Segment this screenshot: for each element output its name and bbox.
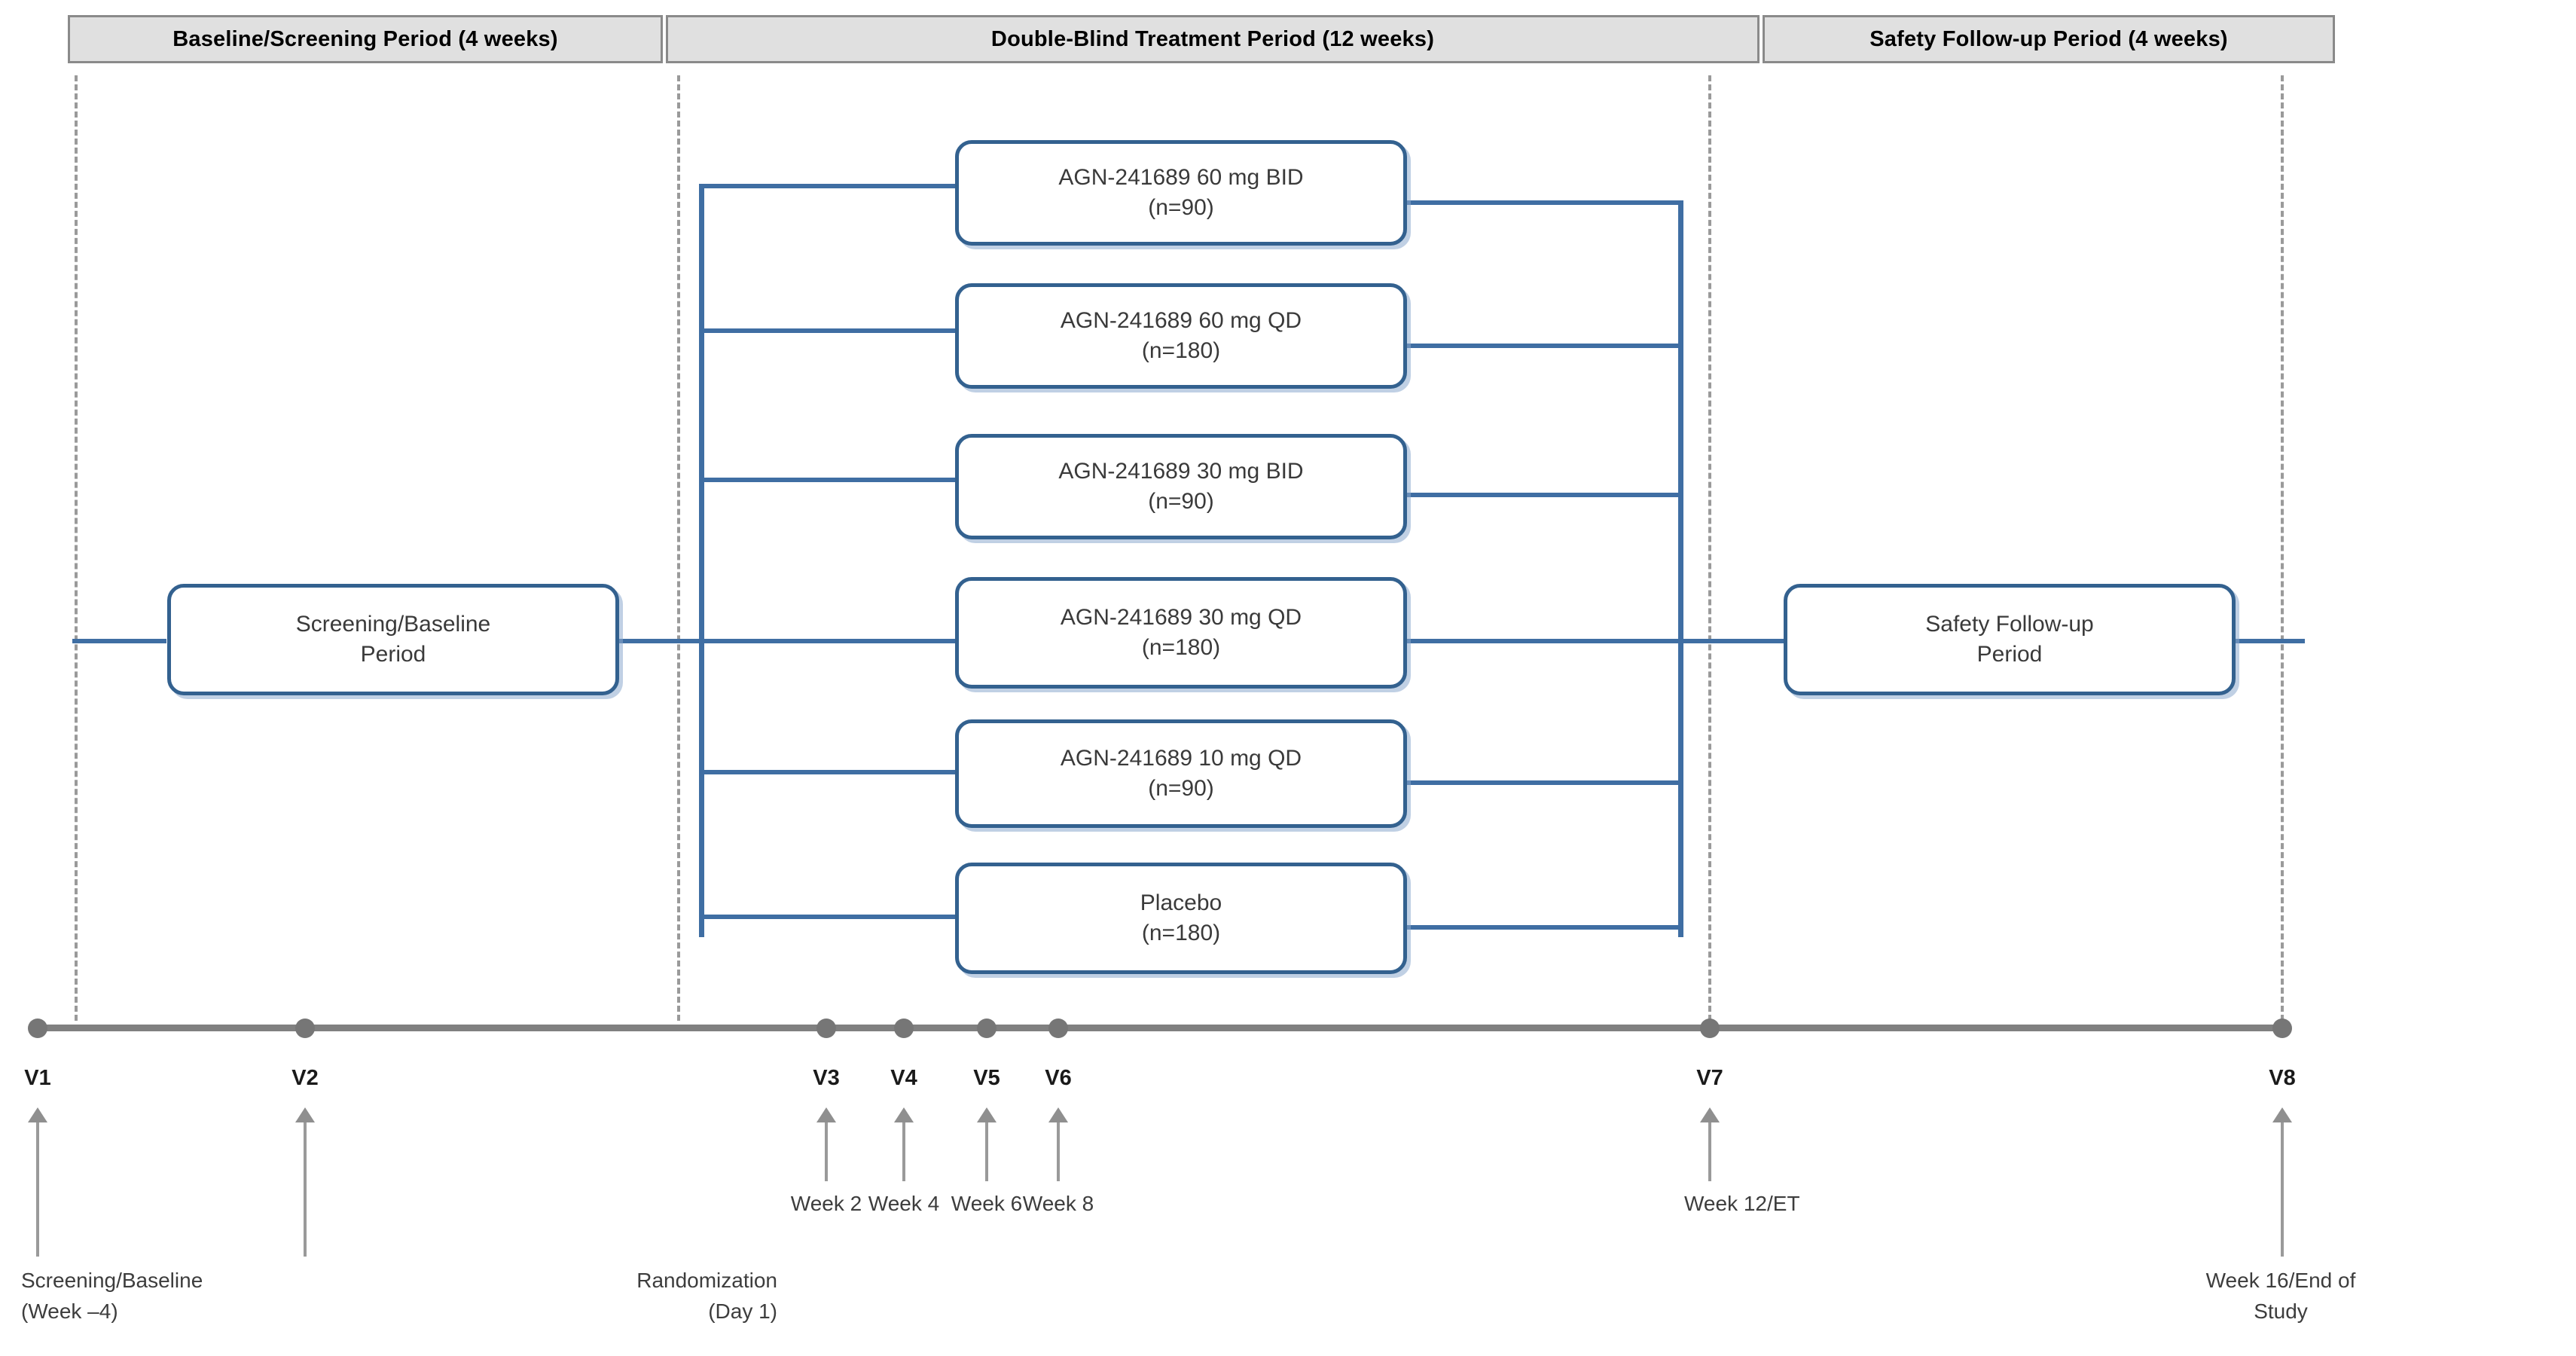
visit-label-v7: V7 bbox=[1696, 1066, 1723, 1090]
connector-left-branch-arm1 bbox=[699, 184, 959, 188]
week-label-week4: Week 4 bbox=[868, 1192, 940, 1215]
timeline-dot-v3[interactable] bbox=[816, 1019, 836, 1038]
callout-arrowhead-v8 bbox=[2272, 1107, 2292, 1122]
period-banner-followup: Safety Follow-up Period (4 weeks) bbox=[1763, 15, 2335, 63]
box-arm4-line1: AGN-241689 30 mg QD bbox=[1060, 605, 1302, 631]
box-screening-baseline-period[interactable]: Screening/Baseline Period bbox=[167, 584, 619, 695]
box-arm-agn-30mg-bid[interactable]: AGN-241689 30 mg BID (n=90) bbox=[955, 434, 1407, 539]
period-banner-treatment: Double-Blind Treatment Period (12 weeks) bbox=[666, 15, 1760, 63]
box-arm5-line1: AGN-241689 10 mg QD bbox=[1060, 746, 1302, 771]
annotation-screening-line1: Screening/Baseline bbox=[21, 1269, 203, 1292]
callout-stem-v3 bbox=[825, 1121, 828, 1181]
box-arm3-line2: (n=90) bbox=[1148, 489, 1214, 514]
callout-arrowhead-v2 bbox=[295, 1107, 315, 1122]
box-arm3-line1: AGN-241689 30 mg BID bbox=[1058, 459, 1304, 484]
timeline-dot-v5[interactable] bbox=[977, 1019, 997, 1038]
box-safety-followup-period[interactable]: Safety Follow-up Period bbox=[1784, 584, 2236, 695]
annotation-end-of-study-line1: Week 16/End of bbox=[2205, 1269, 2356, 1292]
period-divider-v1 bbox=[75, 75, 78, 1021]
callout-arrowhead-v4 bbox=[894, 1107, 914, 1122]
week-label-week2: Week 2 bbox=[790, 1192, 862, 1215]
box-arm2-line1: AGN-241689 60 mg QD bbox=[1060, 308, 1302, 334]
connector-right-branch-arm4 bbox=[1406, 639, 1683, 643]
timeline-dot-v2[interactable] bbox=[295, 1019, 315, 1038]
visit-label-v4: V4 bbox=[890, 1066, 917, 1090]
box-arm-agn-30mg-qd[interactable]: AGN-241689 30 mg QD (n=180) bbox=[955, 577, 1407, 689]
box-arm6-line1: Placebo bbox=[1140, 890, 1222, 916]
box-arm-agn-60mg-bid[interactable]: AGN-241689 60 mg BID (n=90) bbox=[955, 140, 1407, 246]
visit-label-v1: V1 bbox=[24, 1066, 51, 1090]
timeline-dot-v7[interactable] bbox=[1700, 1019, 1720, 1038]
callout-arrowhead-v3 bbox=[816, 1107, 836, 1122]
callout-arrowhead-v6 bbox=[1048, 1107, 1068, 1122]
timeline-dot-v8[interactable] bbox=[2272, 1019, 2292, 1038]
period-banner-treatment-label: Double-Blind Treatment Period (12 weeks) bbox=[990, 26, 1435, 51]
connector-right-branch-arm2 bbox=[1406, 344, 1683, 348]
box-followup-line1: Safety Follow-up bbox=[1925, 612, 2094, 637]
visit-label-v8: V8 bbox=[2269, 1066, 2296, 1090]
connector-screening-to-trunk bbox=[619, 639, 702, 643]
connector-left-trunk bbox=[699, 184, 704, 937]
callout-stem-v5 bbox=[985, 1121, 988, 1181]
callout-arrowhead-v5 bbox=[977, 1107, 997, 1122]
annotation-screening-line2: (Week –4) bbox=[21, 1299, 118, 1323]
connector-left-branch-arm2 bbox=[699, 328, 959, 333]
box-arm5-line2: (n=90) bbox=[1148, 776, 1214, 801]
box-arm-agn-60mg-qd[interactable]: AGN-241689 60 mg QD (n=180) bbox=[955, 283, 1407, 389]
connector-left-branch-arm3 bbox=[699, 478, 959, 482]
timeline-axis bbox=[38, 1025, 2286, 1031]
visit-label-v3: V3 bbox=[813, 1066, 840, 1090]
visit-label-v2: V2 bbox=[291, 1066, 319, 1090]
box-arm1-line2: (n=90) bbox=[1148, 195, 1214, 220]
connector-axis-left-stub bbox=[72, 639, 166, 643]
callout-stem-v1 bbox=[36, 1121, 39, 1257]
connector-right-branch-arm5 bbox=[1406, 780, 1683, 785]
annotation-end-of-study: Week 16/End of Study bbox=[2206, 1266, 2356, 1327]
connector-right-branch-arm6 bbox=[1406, 925, 1683, 930]
connector-left-branch-arm5 bbox=[699, 770, 959, 774]
week-label-week8: Week 8 bbox=[1022, 1192, 1094, 1215]
callout-stem-v2 bbox=[304, 1121, 307, 1257]
visit-label-v5: V5 bbox=[973, 1066, 1000, 1090]
week-label-week6: Week 6 bbox=[951, 1192, 1023, 1215]
connector-left-branch-arm4 bbox=[699, 639, 959, 643]
box-arm1-line1: AGN-241689 60 mg BID bbox=[1058, 165, 1304, 191]
period-banner-followup-label: Safety Follow-up Period (4 weeks) bbox=[1869, 26, 2228, 51]
connector-right-branch-arm1 bbox=[1406, 200, 1683, 205]
callout-stem-v4 bbox=[902, 1121, 905, 1181]
period-divider-v7 bbox=[1708, 75, 1711, 1021]
connector-followup-to-end bbox=[2236, 639, 2305, 643]
annotation-randomization-line2: (Day 1) bbox=[708, 1299, 777, 1323]
period-banner-baseline-label: Baseline/Screening Period (4 weeks) bbox=[172, 26, 558, 51]
annotation-randomization: Randomization (Day 1) bbox=[636, 1266, 777, 1327]
box-arm2-line2: (n=180) bbox=[1141, 338, 1221, 363]
box-arm6-line2: (n=180) bbox=[1141, 921, 1221, 945]
callout-arrowhead-v7 bbox=[1700, 1107, 1720, 1122]
callout-arrowhead-v1 bbox=[28, 1107, 47, 1122]
box-arm4-line2: (n=180) bbox=[1141, 635, 1221, 660]
connector-right-branch-arm3 bbox=[1406, 493, 1683, 497]
annotation-randomization-line1: Randomization bbox=[636, 1269, 777, 1292]
timeline-dot-v6[interactable] bbox=[1048, 1019, 1068, 1038]
visit-label-v6: V6 bbox=[1045, 1066, 1072, 1090]
box-screening-line2: Period bbox=[360, 642, 426, 667]
connector-left-branch-arm6 bbox=[699, 915, 959, 919]
callout-stem-v6 bbox=[1057, 1121, 1060, 1181]
box-screening-line1: Screening/Baseline bbox=[295, 612, 491, 637]
box-arm-agn-10mg-qd[interactable]: AGN-241689 10 mg QD (n=90) bbox=[955, 719, 1407, 828]
period-banner-baseline: Baseline/Screening Period (4 weeks) bbox=[68, 15, 663, 63]
connector-right-trunk bbox=[1678, 200, 1683, 937]
period-divider-v8 bbox=[2281, 75, 2284, 1021]
callout-stem-v7 bbox=[1708, 1121, 1711, 1181]
period-divider-v2 bbox=[677, 75, 680, 1021]
week-label-week12-et: Week 12/ET bbox=[1684, 1192, 1800, 1215]
annotation-screening-baseline: Screening/Baseline (Week –4) bbox=[21, 1266, 203, 1327]
callout-stem-v8 bbox=[2281, 1121, 2284, 1257]
connector-trunk-to-followup bbox=[1678, 639, 1784, 643]
annotation-end-of-study-line2: Study bbox=[2254, 1299, 2308, 1323]
timeline-dot-v1[interactable] bbox=[28, 1019, 47, 1038]
timeline-dot-v4[interactable] bbox=[894, 1019, 914, 1038]
box-arm-placebo[interactable]: Placebo (n=180) bbox=[955, 863, 1407, 974]
box-followup-line2: Period bbox=[1976, 642, 2043, 667]
